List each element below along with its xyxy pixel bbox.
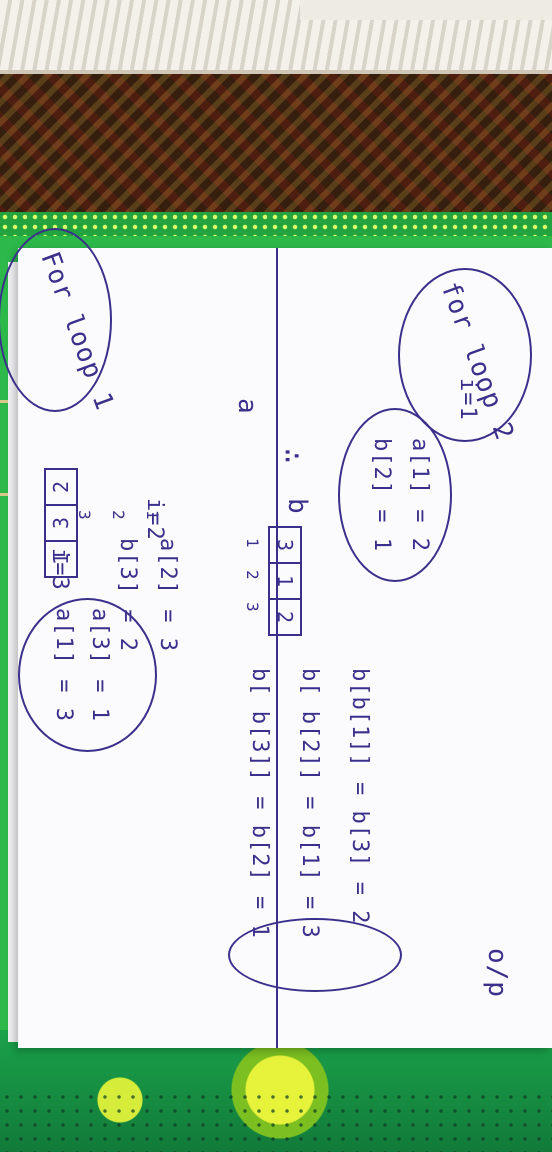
iteration-label: i=2 [142,498,167,541]
array-a-cell: 3 [44,504,78,542]
paper-sheet [18,248,552,1048]
iteration-line: a[1] = 2 [407,438,432,552]
array-b: 3 1 2 [268,526,302,636]
array-b-cell: 1 [268,562,302,600]
array-a-index: 2 [109,510,128,520]
result-line: b[b[1]] = b[3] = 2 [347,668,372,924]
array-b-index: 1 [243,538,262,548]
array-a-index: 3 [75,510,94,520]
iteration-line: a[3] = 1 [87,608,112,722]
folder-pattern-top [0,212,552,236]
result-mid: = b[2] [247,796,272,882]
results-oval [228,918,402,992]
array-b-cell: 3 [268,526,302,564]
iteration-line: a[1] = 3 [51,608,76,722]
folder-stars [0,1090,552,1152]
result-mid: = b[1] [297,796,322,882]
result-expr: b[ b[3]] [247,668,272,782]
result-expr: b[ b[2]] [297,668,322,782]
iteration-oval [338,408,452,582]
result-line: b[ b[2]] = b[1] = 3 [297,668,322,939]
iteration-line: a[2] = 3 [155,538,180,652]
result-value: = 2 [347,881,372,925]
array-b-index: 3 [243,602,262,612]
array-b-index: 2 [243,570,262,580]
therefore-symbol: ∴ [277,448,307,465]
result-line: b[ b[3]] = b[2] = 1 [247,668,272,939]
array-a-label: a [232,398,262,415]
iteration-line: b[2] = 1 [369,438,394,552]
handwritten-notes: For loop 1 a 1 3 2 1 2 3 i=1 a[1] = 2 b[… [0,228,552,1048]
lace-cloth-edge [300,0,552,20]
array-b-cell: 2 [268,598,302,636]
iteration-label: i=3 [47,548,72,591]
result-mid: = b[3] [347,781,372,868]
array-a-cell: 2 [44,468,78,506]
result-expr: b[b[1]] [347,668,372,768]
array-b-label: b [282,498,312,515]
output-label: o/p [482,948,512,998]
